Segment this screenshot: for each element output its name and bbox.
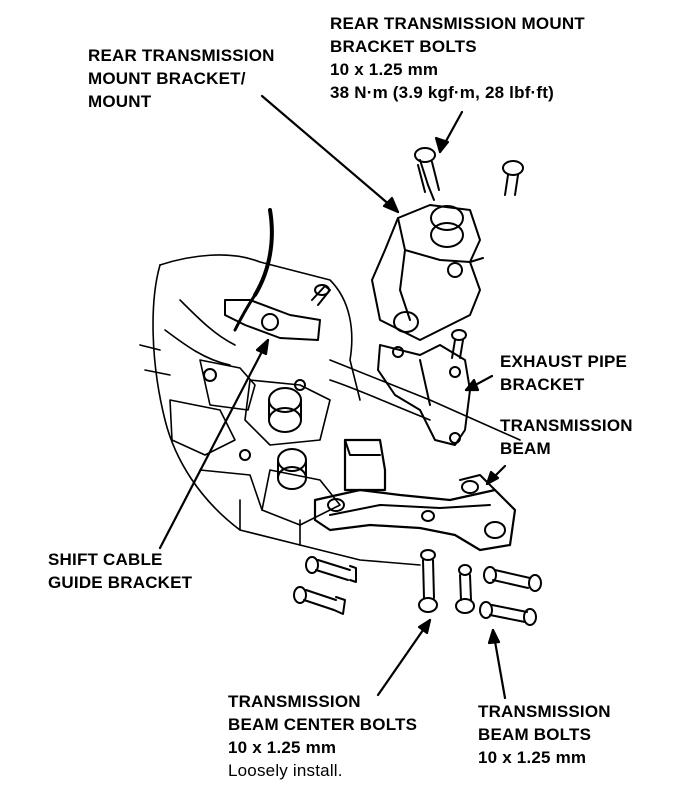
label-line: EXHAUST PIPE xyxy=(500,352,628,371)
label-line: TRANSMISSION xyxy=(228,692,361,711)
label-line: REAR TRANSMISSION MOUNT xyxy=(330,14,585,33)
label-line: BRACKET xyxy=(500,375,585,394)
label-line: 10 x 1.25 mm xyxy=(478,748,587,767)
label-line: GUIDE BRACKET xyxy=(48,573,193,592)
leader-arrows xyxy=(158,94,507,700)
label-line: 10 x 1.25 mm xyxy=(228,738,337,757)
label-line: SHIFT CABLE xyxy=(48,550,163,569)
label-line: BRACKET BOLTS xyxy=(330,37,477,56)
label-line: MOUNT xyxy=(88,92,152,111)
beam-bolts xyxy=(293,549,542,626)
label-transmission-beam: TRANSMISSION BEAM xyxy=(500,414,633,460)
label-line: MOUNT BRACKET/ xyxy=(88,69,246,88)
label-line: BEAM xyxy=(500,439,551,458)
transmission-case xyxy=(139,254,521,566)
label-transmission-beam-center-bolts: TRANSMISSION BEAM CENTER BOLTS 10 x 1.25… xyxy=(228,690,417,782)
label-line: 38 N·m (3.9 kgf·m, 28 lbf·ft) xyxy=(330,83,554,102)
label-rear-mount-bracket-bolts: REAR TRANSMISSION MOUNT BRACKET BOLTS 10… xyxy=(330,12,585,104)
shift-cable xyxy=(224,208,331,341)
label-shift-cable-guide-bracket: SHIFT CABLE GUIDE BRACKET xyxy=(48,548,192,594)
label-exhaust-pipe-bracket: EXHAUST PIPE BRACKET xyxy=(500,350,627,396)
label-line: BEAM BOLTS xyxy=(478,725,592,744)
case-bosses xyxy=(203,368,307,490)
label-line: Loosely install. xyxy=(228,761,343,780)
transmission-beam xyxy=(313,438,517,552)
label-line: REAR TRANSMISSION xyxy=(88,46,275,65)
rear-mount-bracket xyxy=(371,204,484,341)
label-rear-mount-bracket: REAR TRANSMISSION MOUNT BRACKET/ MOUNT xyxy=(88,44,275,113)
label-line: BEAM CENTER BOLTS xyxy=(228,715,418,734)
label-line: TRANSMISSION xyxy=(478,702,611,721)
mount-bracket-bolts xyxy=(414,147,524,359)
label-line: TRANSMISSION xyxy=(500,416,633,435)
label-line: 10 x 1.25 mm xyxy=(330,60,439,79)
exhaust-pipe-bracket xyxy=(377,344,471,446)
label-transmission-beam-bolts: TRANSMISSION BEAM BOLTS 10 x 1.25 mm xyxy=(478,700,611,769)
